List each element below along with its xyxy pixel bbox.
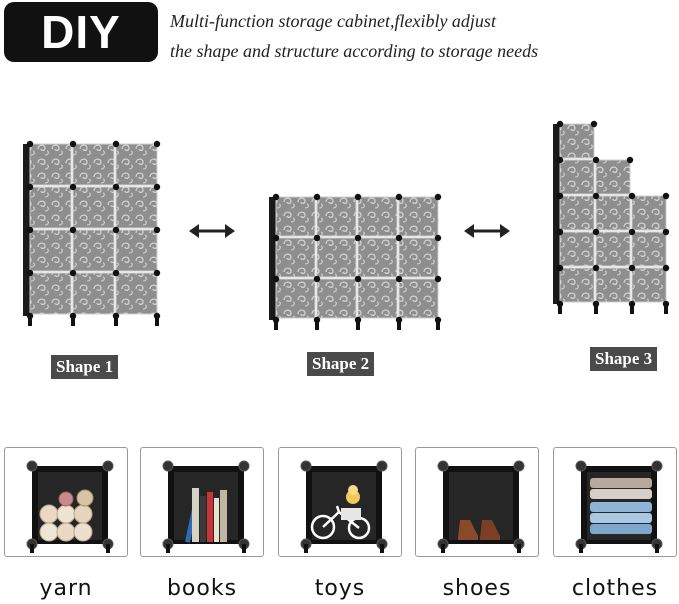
cabinet-shape-2 (269, 193, 442, 330)
shape-3-label: Shape 3 (590, 347, 658, 371)
use-label-books: books (166, 576, 238, 601)
use-label-clothes: clothes (571, 576, 659, 601)
use-label-toys: toys (314, 576, 366, 601)
double-arrow-icon (464, 224, 510, 238)
books-icon (162, 460, 250, 553)
headline: Multi-function storage cabinet,flexibly … (170, 6, 675, 66)
cabinet-shape-3 (553, 120, 670, 314)
folded-clothes-icon (575, 460, 663, 553)
shoes-icon (437, 460, 525, 553)
use-card-toys (278, 447, 402, 557)
shape-1-label: Shape 1 (51, 355, 119, 379)
yarn-balls-icon (26, 460, 114, 553)
toy-bicycle-icon (300, 460, 388, 553)
cabinet-shape-1 (23, 140, 161, 326)
use-card-shoes (415, 447, 539, 557)
use-label-shoes: shoes (442, 576, 512, 601)
shape-2-label: Shape 2 (307, 352, 375, 376)
headline-line-1: Multi-function storage cabinet,flexibly … (170, 11, 496, 31)
headline-line-2: the shape and structure according to sto… (170, 41, 539, 61)
use-card-books (140, 447, 264, 557)
use-label-yarn: yarn (39, 576, 93, 601)
use-card-clothes (553, 447, 677, 557)
use-card-yarn (4, 447, 128, 557)
diy-badge: DIY (4, 2, 158, 62)
double-arrow-icon (189, 224, 235, 238)
